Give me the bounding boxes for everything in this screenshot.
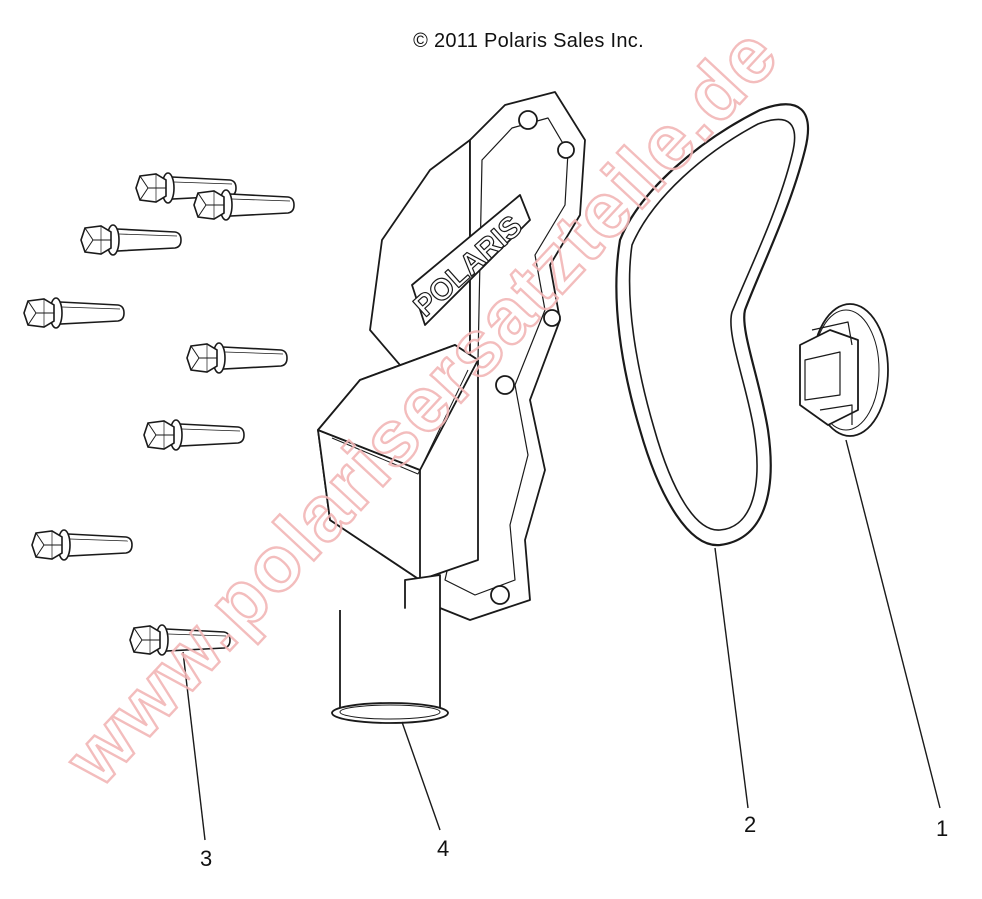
- thermostat: [799, 303, 889, 437]
- gasket: [615, 103, 810, 547]
- callout-4: 4: [437, 836, 450, 861]
- bolt-2: [193, 189, 295, 221]
- leader-4: [401, 721, 441, 831]
- bolt-3: [80, 224, 182, 256]
- leader-1: [845, 439, 941, 809]
- callout-2: 2: [744, 812, 757, 837]
- housing-cover: POLARIS: [317, 91, 586, 724]
- leader-2: [714, 547, 749, 809]
- bolt-5: [186, 342, 288, 374]
- leader-3: [182, 651, 206, 841]
- leader-lines: [182, 439, 941, 841]
- callout-1: 1: [936, 816, 949, 841]
- copyright-notice: © 2011 Polaris Sales Inc.: [413, 30, 644, 52]
- bolt-7: [31, 529, 133, 561]
- bolt-6: [143, 419, 245, 451]
- bolt-4: [23, 297, 125, 329]
- callout-3: 3: [200, 846, 213, 871]
